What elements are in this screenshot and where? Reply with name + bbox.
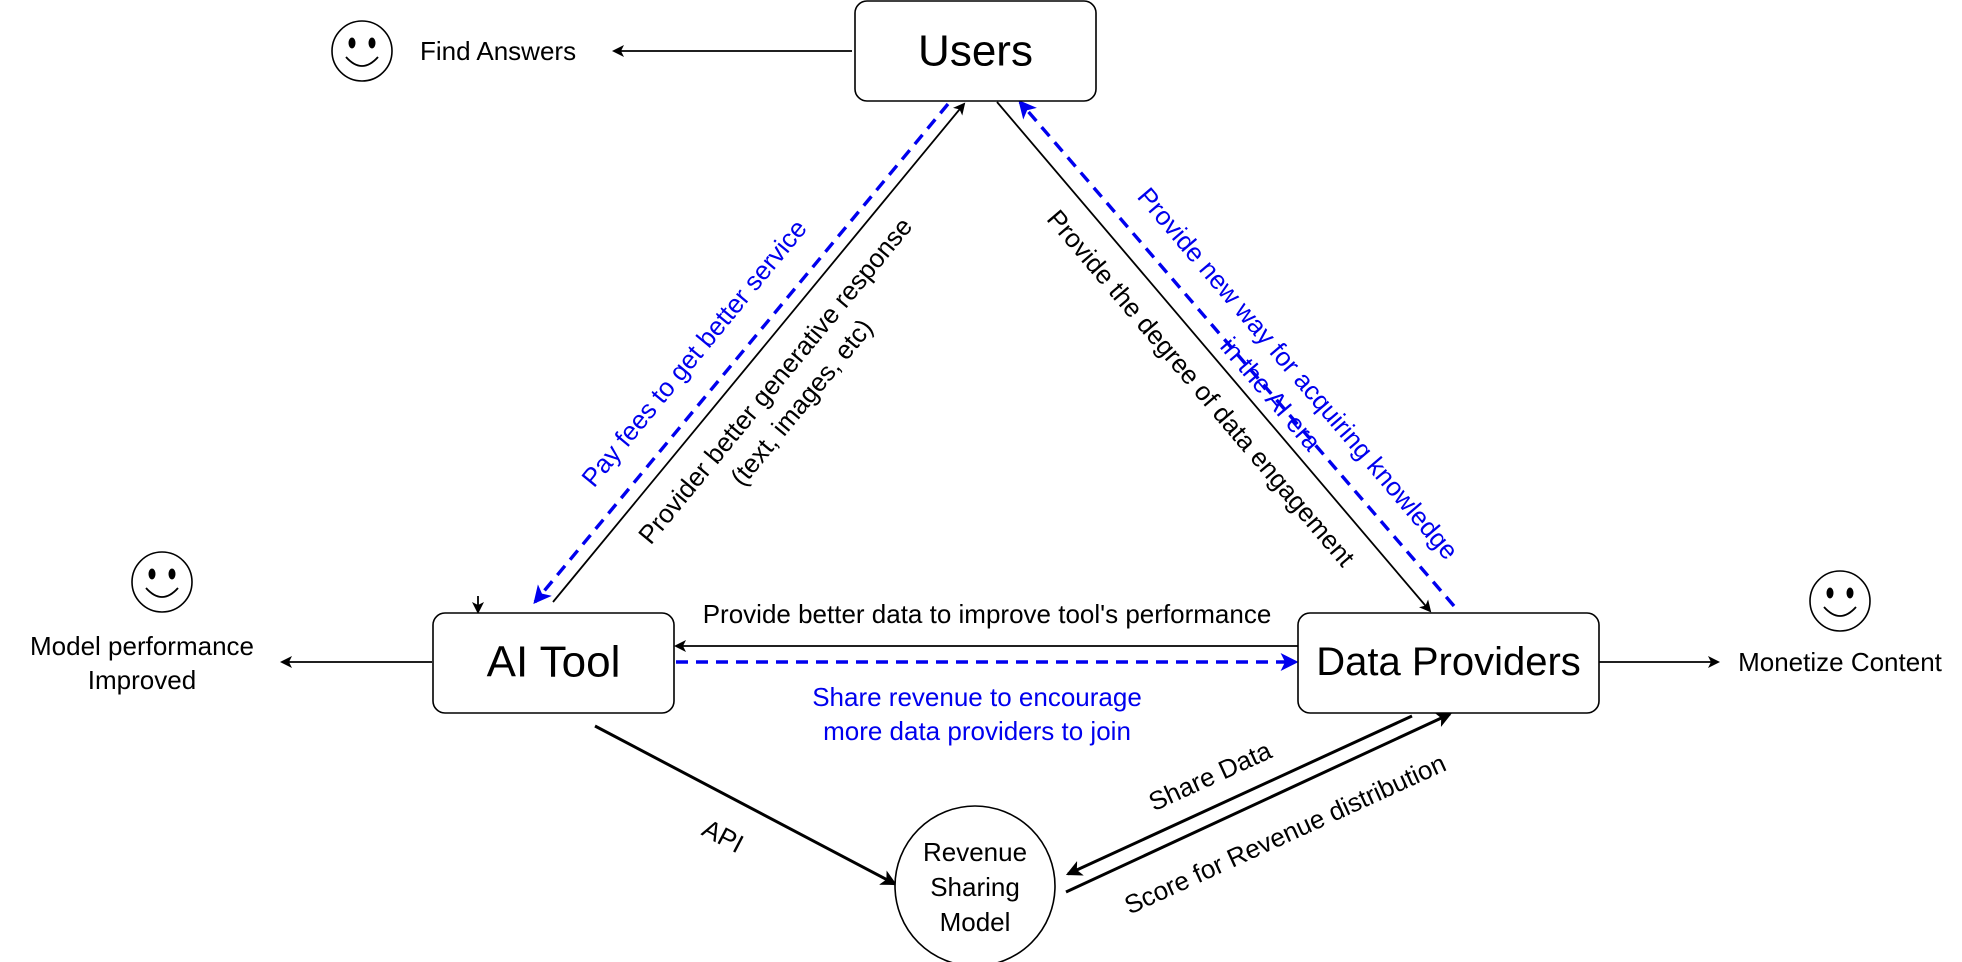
outcome-find-answers: Find Answers: [420, 36, 576, 66]
node-users[interactable]: Users: [854, 0, 1097, 102]
outcome-monetize-content: Monetize Content: [1738, 647, 1943, 677]
node-users-label: Users: [918, 27, 1033, 76]
label-dp-to-ai: Provide better data to improve tool's pe…: [703, 599, 1272, 629]
edge-users-to-ai-fees: [533, 102, 950, 604]
node-ai-tool-label: AI Tool: [487, 638, 621, 687]
smiley-icon: [131, 551, 193, 613]
smiley-icon: [331, 20, 393, 82]
edge-dp-to-model: [1065, 714, 1413, 876]
label-ai-to-dp-revenue-1: Share revenue to encourage: [812, 682, 1142, 712]
node-data-providers[interactable]: Data Providers: [1297, 612, 1600, 714]
node-ai-tool[interactable]: AI Tool: [432, 612, 675, 714]
node-data-providers-label: Data Providers: [1316, 640, 1581, 684]
outcome-model-performance-1: Model performance: [30, 631, 254, 661]
outcome-model-performance-2: Improved: [88, 665, 196, 695]
label-ai-to-dp-revenue-2: more data providers to join: [823, 716, 1131, 746]
edge-users-to-dp: [996, 101, 1432, 613]
edge-model-to-dp: [1065, 712, 1453, 894]
node-revenue-label-2: Sharing: [930, 872, 1020, 902]
edge-dp-to-users: [1018, 100, 1456, 608]
label-api: API: [697, 813, 748, 859]
node-revenue-label-3: Model: [940, 907, 1011, 937]
edge-ai-to-users: [552, 102, 966, 603]
node-revenue-sharing-model[interactable]: Revenue Sharing Model: [894, 805, 1056, 962]
edge-ai-to-model: [594, 724, 898, 886]
node-revenue-label-1: Revenue: [923, 837, 1027, 867]
smiley-icon: [1809, 570, 1871, 632]
